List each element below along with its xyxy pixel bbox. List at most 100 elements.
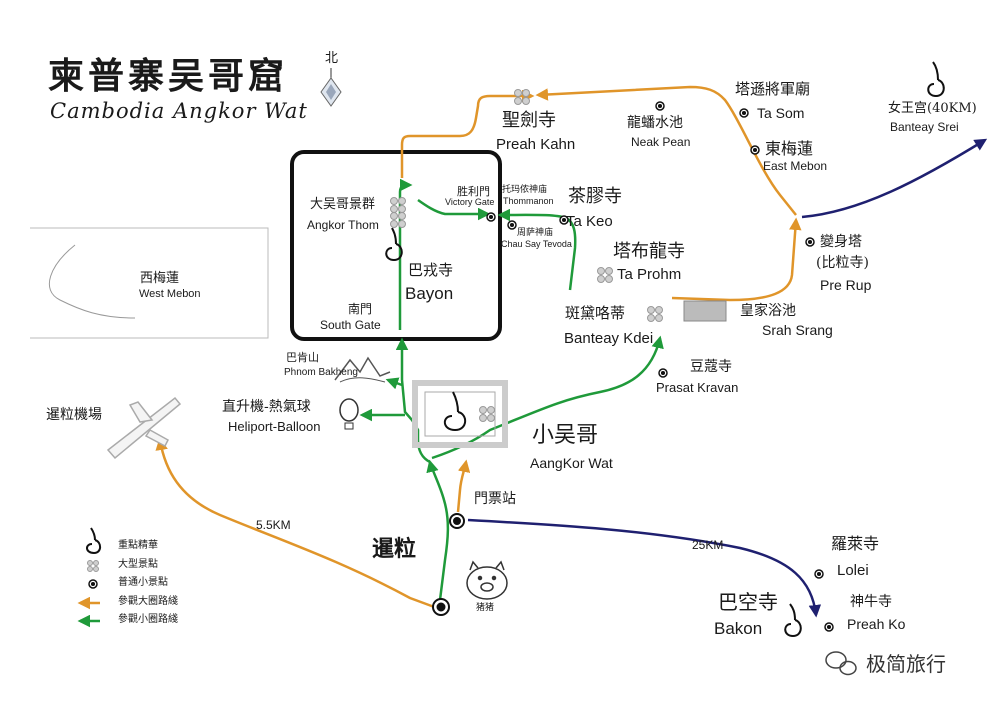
kravan-minor-icon bbox=[658, 368, 668, 378]
map-title: 柬普寨吴哥窟 bbox=[48, 55, 289, 97]
preah-kahn-en: Preah Kahn bbox=[496, 136, 576, 153]
lolei-zh: 羅萊寺 bbox=[831, 534, 880, 553]
mascot-pig-icon bbox=[466, 560, 508, 600]
srah-srang-zh: 皇家浴池 bbox=[740, 303, 796, 319]
heliport-en: Heliport-Balloon bbox=[228, 419, 321, 434]
legend-large-icon bbox=[87, 560, 99, 572]
angkor-wat-en: AangKor Wat bbox=[530, 455, 613, 471]
green-route-thom-north bbox=[398, 178, 413, 330]
chau-say-minor-icon bbox=[507, 220, 517, 230]
bayon-en: Bayon bbox=[405, 284, 454, 303]
bayon-zh: 巴戎寺 bbox=[408, 261, 454, 279]
banteay-kdei-en: Banteay Kdei bbox=[564, 330, 654, 347]
prasat-kravan-zh: 豆蔻寺 bbox=[690, 359, 732, 375]
legend-label-large: 大型景點 bbox=[118, 559, 158, 570]
west-baray-outline bbox=[30, 227, 269, 339]
chau-say-en: Chau Say Tevoda bbox=[501, 239, 572, 249]
legend-label-green: 參觀小圈路綫 bbox=[118, 614, 178, 625]
angkor-thom-en: Angkor Thom bbox=[307, 218, 379, 232]
east-mebon-zh: 東梅蓮 bbox=[765, 139, 814, 158]
angkor-wat-major-icon bbox=[443, 391, 467, 432]
srah-srang-pool bbox=[683, 300, 727, 322]
angkor-thom-large-icon bbox=[390, 197, 406, 213]
bakong-en: Bakon bbox=[714, 619, 763, 638]
banteay-kdei-large-icon bbox=[647, 306, 663, 322]
thommanon-minor-icon bbox=[486, 212, 496, 222]
lolei-en: Lolei bbox=[837, 562, 869, 579]
east-mebon-minor-icon bbox=[750, 145, 760, 155]
orange-route-pre-rup bbox=[671, 217, 802, 302]
map-subtitle: Cambodia Angkor Wat bbox=[50, 99, 308, 123]
ta-som-zh: 塔遜將軍廟 bbox=[735, 80, 811, 98]
green-route-to-ticket bbox=[426, 459, 450, 601]
ta-keo-minor-icon bbox=[559, 215, 569, 225]
balloon-icon bbox=[339, 398, 359, 430]
bakong-zh: 巴空寺 bbox=[718, 590, 778, 614]
thommanon-en: Thommanon bbox=[503, 196, 554, 206]
ta-keo-en: Ta Keo bbox=[566, 213, 613, 230]
angkor-wat-zh: 小吴哥 bbox=[532, 423, 599, 448]
pre-rup-zh-1: 變身塔 bbox=[820, 234, 862, 250]
navy-route-banteay-srei bbox=[801, 138, 988, 219]
banteay-srei-en: Banteay Srei bbox=[890, 120, 959, 134]
ta-som-minor-icon bbox=[739, 108, 749, 118]
neak-pean-en: Neak Pean bbox=[631, 135, 691, 149]
bakong-major-icon bbox=[784, 603, 802, 638]
banteay-kdei-zh: 斑黛咯蒂 bbox=[565, 304, 626, 322]
prasat-kravan-en: Prasat Kravan bbox=[656, 380, 739, 395]
neak-pean-zh: 龍蟠水池 bbox=[627, 115, 683, 131]
west-mebon-en: West Mebon bbox=[139, 288, 201, 300]
angkor-wat-moat-inner bbox=[424, 391, 496, 437]
siem-reap-zh: 暹粒 bbox=[372, 536, 417, 562]
green-route-victory bbox=[417, 198, 491, 221]
preah-ko-en: Preah Ko bbox=[847, 616, 906, 632]
ticket-station-zh: 門票站 bbox=[474, 491, 516, 507]
orange-route-ticket bbox=[456, 459, 471, 513]
ta-prohm-en: Ta Prohm bbox=[617, 266, 682, 283]
preah-kahn-large-icon bbox=[514, 89, 530, 105]
pre-rup-en: Pre Rup bbox=[820, 277, 872, 293]
chau-say-zh: 周萨神庙 bbox=[517, 228, 554, 238]
phnom-bakheng-zh: 巴肯山 bbox=[286, 351, 319, 364]
compass-icon bbox=[320, 68, 342, 107]
preah-ko-zh: 神牛寺 bbox=[850, 594, 892, 610]
ticket-station-icon bbox=[449, 513, 465, 529]
south-gate-en: South Gate bbox=[320, 318, 381, 332]
airport-distance: 5.5KM bbox=[256, 518, 291, 532]
preah-kahn-zh: 聖劍寺 bbox=[502, 110, 556, 131]
phnom-bakheng-en: Phnom Bakheng bbox=[284, 367, 358, 378]
victory-gate-en: Victory Gate bbox=[445, 197, 495, 207]
srah-srang-en: Srah Srang bbox=[762, 322, 833, 338]
lolei-minor-icon bbox=[814, 569, 824, 579]
wechat-icon bbox=[825, 651, 857, 676]
phnom-bakheng-hill-icon bbox=[334, 356, 391, 381]
angkor-thom-box bbox=[290, 150, 502, 341]
bayon-major-icon bbox=[385, 227, 403, 262]
victory-gate-zh: 胜利門 bbox=[457, 185, 490, 198]
banteay-srei-zh: 女王宫(40KM) bbox=[888, 101, 977, 116]
ta-prohm-large-icon bbox=[597, 267, 613, 283]
thommanon-zh: 托玛侬神庙 bbox=[502, 185, 548, 195]
legend-label-orange: 參觀大圈路綫 bbox=[118, 596, 178, 607]
airport-plane-icon bbox=[106, 396, 182, 460]
roluos-distance: 25KM bbox=[692, 538, 724, 552]
ta-prohm-zh: 塔布龍寺 bbox=[613, 241, 685, 262]
ta-som-en: Ta Som bbox=[757, 105, 805, 121]
orange-route-preah-kahn bbox=[400, 89, 535, 178]
orange-route-airport bbox=[155, 437, 438, 610]
orange-route-ta-som bbox=[535, 85, 797, 216]
banteay-srei-major-icon bbox=[927, 61, 945, 98]
heliport-zh: 直升機-熱氣球 bbox=[222, 399, 311, 415]
neak-pean-minor-icon bbox=[655, 101, 665, 111]
east-mebon-en: East Mebon bbox=[763, 159, 828, 173]
green-route-bakheng bbox=[385, 377, 403, 390]
airport-zh: 暹粒機場 bbox=[46, 407, 102, 423]
ta-keo-zh: 茶膠寺 bbox=[568, 186, 622, 207]
legend-label-major: 重點精華 bbox=[118, 540, 158, 551]
mascot-text: 猪猪 bbox=[476, 603, 495, 613]
angkor-wat-moat bbox=[412, 380, 508, 448]
angkor-thom-zh: 大吴哥景群 bbox=[310, 197, 376, 212]
navy-route-roluos bbox=[467, 518, 822, 618]
